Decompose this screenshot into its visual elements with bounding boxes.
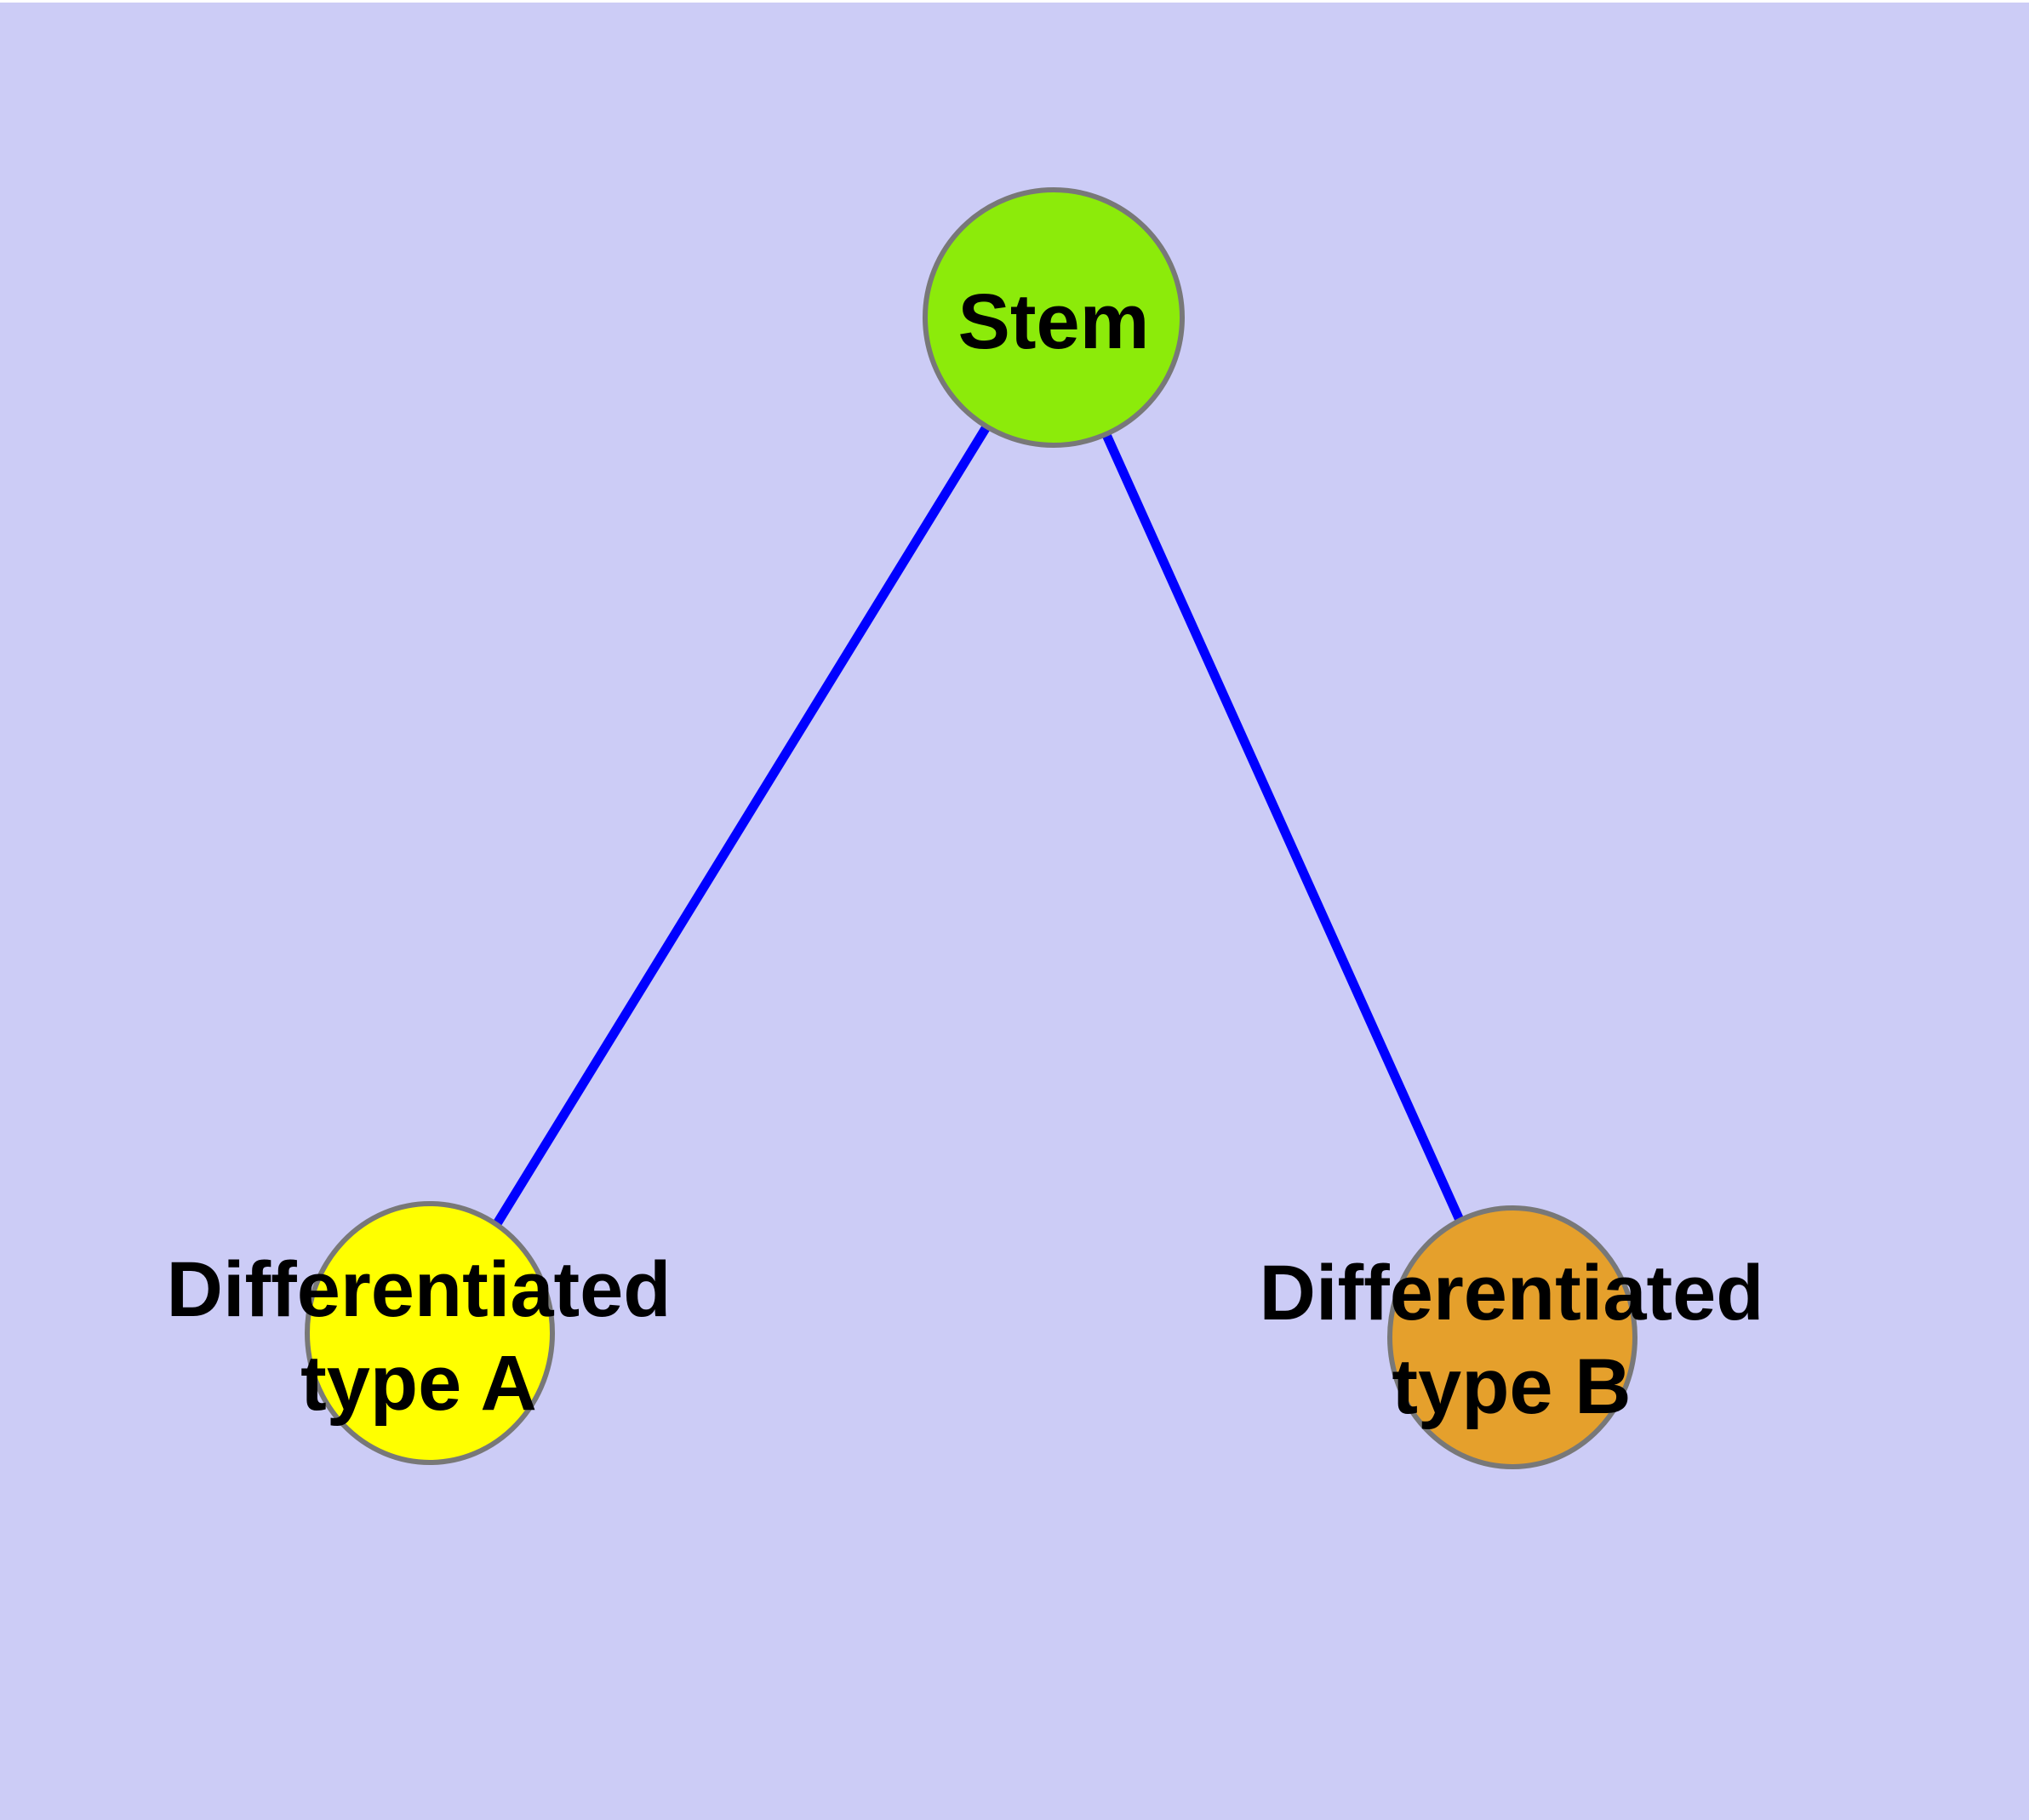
edge-group: [425, 312, 1517, 1342]
node-differentiated-type-b-circle: [1387, 1205, 1637, 1469]
node-stem: Stem: [923, 187, 1185, 448]
top-margin-strip: [0, 0, 2029, 3]
node-differentiated-type-a-circle: [305, 1201, 555, 1465]
node-stem-circle: [923, 187, 1185, 448]
node-differentiated-type-b-label-line1: Differentiated: [1260, 1250, 1764, 1336]
node-differentiated-type-a-label-line2: type A: [300, 1340, 537, 1427]
node-stem-label: Stem: [958, 278, 1150, 365]
node-differentiated-type-a: Differentiated type A: [167, 1201, 672, 1465]
edge-stem-to-type-a: [425, 312, 1059, 1338]
node-differentiated-type-b-label-line2: type B: [1392, 1343, 1631, 1430]
node-differentiated-type-a-label-line1: Differentiated: [167, 1246, 672, 1333]
edge-stem-to-type-b: [1049, 312, 1517, 1342]
node-differentiated-type-b: Differentiated type B: [1260, 1205, 1764, 1469]
